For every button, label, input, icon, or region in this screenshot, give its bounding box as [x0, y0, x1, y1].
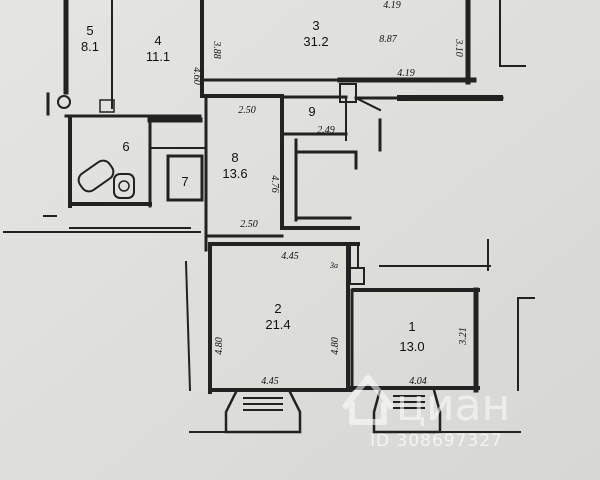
room-4-area: 11.1: [146, 49, 170, 64]
room-3-area: 31.2: [303, 34, 328, 49]
room-8-area: 13.6: [222, 166, 247, 181]
room-3-number: 3: [312, 18, 319, 33]
dimension-label: 4.80: [330, 337, 341, 355]
dimension-label: 2.50: [240, 219, 258, 230]
dimension-label: 3.10: [453, 38, 464, 57]
watermark: циан ID 308697327: [341, 375, 510, 451]
room-4-number: 4: [154, 33, 161, 48]
room-labels: 5 8.1 4 11.1 3 31.2 9 6 7 8 13.6 2 21.4 …: [81, 18, 425, 354]
dimension-label: 3.88: [211, 40, 222, 59]
dimension-label: 2.49: [317, 125, 335, 136]
dimension-label: 4.45: [281, 251, 299, 262]
dimension-label: 3a: [329, 261, 338, 270]
watermark-id: ID 308697327: [370, 431, 503, 451]
room-1-number: 1: [408, 319, 415, 334]
room-2-number: 2: [274, 301, 281, 316]
dimension-label: 4.60: [191, 67, 202, 85]
dimension-labels: 4.19 3.88 8.87 3.10 4.19 4.60 2.50 2.49 …: [191, 0, 469, 387]
dimension-label: 4.76: [269, 175, 280, 193]
room-9-number: 9: [308, 104, 315, 119]
dimension-label: 3.21: [458, 327, 469, 346]
dimension-label: 2.50: [238, 105, 256, 116]
walls: [3, 0, 535, 434]
room-6-number: 6: [122, 139, 129, 154]
dimension-label: 4.04: [409, 376, 427, 387]
dimension-label: 4.45: [261, 376, 279, 387]
dimension-label: 4.80: [214, 337, 225, 355]
room-5-area: 8.1: [81, 39, 99, 54]
room-8-number: 8: [231, 150, 238, 165]
room-7-number: 7: [181, 174, 188, 189]
house-logo-icon: [341, 375, 395, 425]
room-1-area: 13.0: [399, 339, 424, 354]
room-5-number: 5: [86, 23, 93, 38]
dimension-label: 8.87: [379, 34, 398, 45]
dimension-label: 4.19: [397, 68, 415, 79]
watermark-logo-text: циан: [396, 380, 510, 431]
dimension-label: 4.19: [383, 0, 401, 11]
room-2-area: 21.4: [265, 317, 290, 332]
